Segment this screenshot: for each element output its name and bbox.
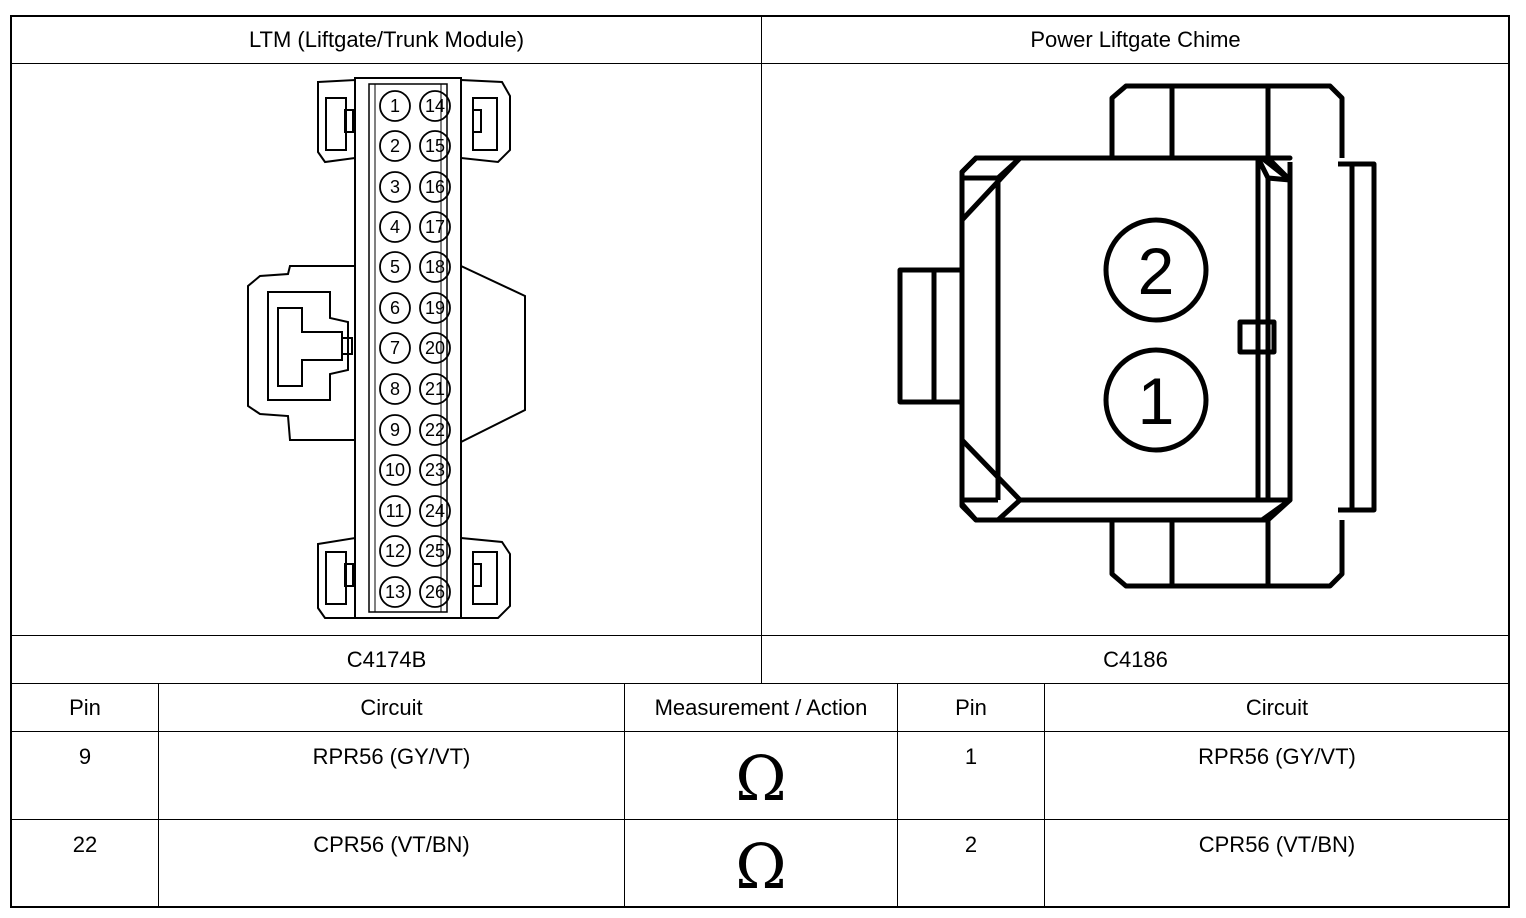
pin-label: 15 (425, 136, 445, 156)
pin-label: 11 (386, 501, 405, 521)
pin-label: 17 (425, 217, 445, 237)
pin-label: 5 (390, 257, 400, 277)
ltm-connector-id: C4174B (346, 646, 427, 672)
divider (897, 683, 898, 907)
ohm-icon: Ω (735, 741, 787, 815)
row-pin-b: 2 (964, 832, 978, 857)
divider (761, 16, 762, 684)
divider (1044, 683, 1045, 907)
pin-label: 16 (425, 177, 445, 197)
pin-label: 20 (425, 338, 445, 358)
pin-label: 18 (425, 257, 445, 277)
row-pin-a: 9 (78, 744, 92, 769)
divider (11, 635, 1509, 636)
row-circuit-b: CPR56 (VT/BN) (1198, 832, 1356, 857)
pin-label: 26 (425, 582, 445, 602)
pin-label: 2 (390, 136, 400, 156)
row-circuit-a: RPR56 (GY/VT) (312, 744, 471, 769)
pin-label: 12 (385, 541, 405, 561)
column-header-measurement: Measurement / Action (654, 694, 868, 720)
pin-label: 14 (425, 96, 445, 116)
ltm-header: LTM (Liftgate/Trunk Module) (248, 27, 525, 52)
row-pin-b: 1 (964, 744, 978, 769)
pin-label: 23 (425, 460, 445, 480)
divider (11, 683, 1509, 684)
pin-label: 7 (390, 338, 400, 358)
chime-connector-id: C4186 (1103, 646, 1168, 672)
ltm-pin-circles (379, 90, 451, 608)
divider (11, 63, 1509, 64)
pin-label: 22 (425, 420, 445, 440)
row-circuit-a: CPR56 (VT/BN) (313, 832, 470, 857)
divider (158, 683, 159, 907)
pin-label: 19 (425, 298, 445, 318)
pin-label: 1 (1138, 364, 1175, 438)
divider (11, 731, 1509, 732)
row-circuit-b: RPR56 (GY/VT) (1198, 744, 1356, 769)
chime-pin-circles (1103, 217, 1209, 453)
ltm-connector-diagram: 1 2 3 4 5 6 7 8 9 10 11 12 13 14 15 16 1… (247, 77, 526, 619)
divider (624, 683, 625, 907)
pin-label: 4 (390, 217, 400, 237)
chime-connector-diagram: 2 1 (897, 83, 1377, 589)
pin-label: 6 (390, 298, 400, 318)
pin-label: 9 (390, 420, 400, 440)
pin-label: 21 (425, 379, 445, 399)
pin-label: 13 (385, 582, 405, 602)
pin-label: 24 (425, 501, 445, 521)
column-header-pin: Pin (955, 694, 987, 720)
pin-label: 1 (390, 96, 400, 116)
column-header-circuit: Circuit (1245, 694, 1309, 720)
pin-label: 10 (385, 460, 405, 480)
pin-label: 3 (390, 177, 400, 197)
column-header-pin: Pin (69, 694, 101, 720)
pinout-table-frame (10, 15, 1510, 908)
divider (11, 819, 1509, 820)
pin-label: 2 (1138, 234, 1175, 308)
chime-header: Power Liftgate Chime (1030, 27, 1241, 52)
pin-label: 8 (390, 379, 400, 399)
ohm-icon: Ω (735, 829, 787, 903)
column-header-circuit: Circuit (360, 694, 423, 720)
pin-label: 25 (425, 541, 445, 561)
row-pin-a: 22 (72, 832, 98, 857)
